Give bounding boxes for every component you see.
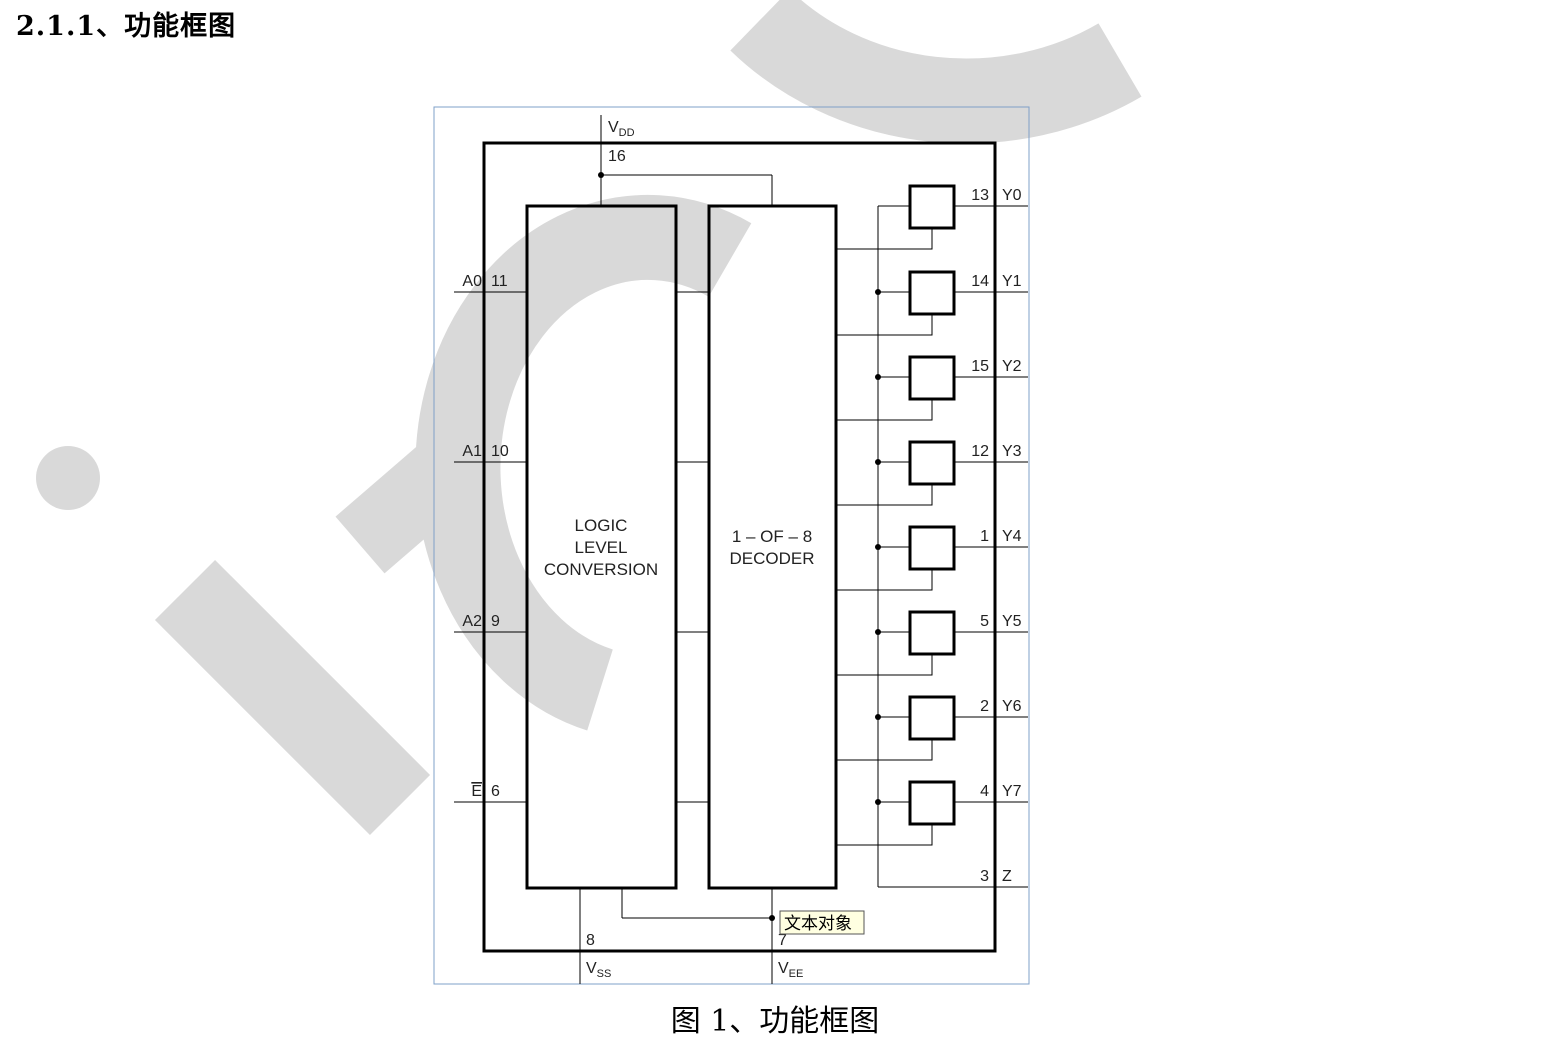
- vss-pin-number: 8: [586, 932, 595, 949]
- input-pin-1: 10: [491, 443, 509, 460]
- switch-box-5: [908, 610, 956, 656]
- switch-box-1: [908, 270, 956, 316]
- logic-label-line3: CONVERSION: [544, 560, 658, 579]
- output-name-3: Y3: [1002, 443, 1022, 460]
- watermark-dot: [36, 446, 100, 510]
- logic-label-line2: LEVEL: [575, 538, 628, 557]
- control-line-5: [836, 654, 933, 676]
- input-name-0: A0: [462, 273, 482, 290]
- vee-label: VEE: [778, 960, 803, 980]
- bus-junction-1: [875, 289, 881, 295]
- switch-box-3: [908, 440, 956, 486]
- vss-label: VSS: [586, 960, 611, 980]
- output-name-4: Y4: [1002, 528, 1022, 545]
- control-line-1: [836, 314, 933, 336]
- text-object-note-box: [779, 910, 865, 935]
- control-line-2: [836, 399, 933, 421]
- switch-box-4: [908, 525, 956, 571]
- output-pin-3: 12: [971, 443, 989, 460]
- switch-box-7: [908, 780, 956, 826]
- input-name-2: A2: [462, 613, 482, 630]
- section-heading: 2.1.1、功能框图: [16, 11, 237, 42]
- control-line-7: [836, 824, 933, 846]
- decoder-block: [707, 204, 838, 890]
- bus-junction-5: [875, 629, 881, 635]
- vdd-wiring: [600, 115, 773, 206]
- output-name-6: Y6: [1002, 698, 1022, 715]
- bus-junction-4: [875, 544, 881, 550]
- input-pin-0: 11: [491, 273, 508, 290]
- watermark-stroke-o: [730, 0, 1142, 144]
- control-line-3: [836, 484, 933, 506]
- switch-box-6: [908, 695, 956, 741]
- bus-junction-6: [875, 714, 881, 720]
- output-pin-1: 14: [971, 273, 989, 290]
- control-line-0: [836, 228, 933, 250]
- text-object-note: 文本对象: [784, 914, 852, 934]
- output-pin-6: 2: [980, 698, 989, 715]
- logic-label-line1: LOGIC: [575, 516, 628, 535]
- common-pin: 3: [980, 868, 989, 885]
- input-name-1: A1: [462, 443, 482, 460]
- output-pin-4: 1: [980, 528, 989, 545]
- vee-junction: [769, 915, 775, 921]
- output-pin-0: 13: [971, 187, 989, 204]
- output-name-1: Y1: [1002, 273, 1022, 290]
- output-pin-5: 5: [980, 613, 989, 630]
- figure-caption: 图 1、功能框图: [670, 1004, 880, 1039]
- bus-junction-3: [875, 459, 881, 465]
- output-pin-7: 4: [980, 783, 989, 800]
- output-name-5: Y5: [1002, 613, 1022, 630]
- input-name-3: E: [471, 783, 482, 800]
- bus-junction-7: [875, 799, 881, 805]
- switch-box-2: [908, 355, 956, 401]
- figure-frame: [433, 106, 1030, 985]
- control-line-6: [836, 739, 933, 761]
- vdd-pin-number: 16: [608, 148, 626, 165]
- watermark: [36, 0, 1142, 836]
- vee-pin-number: 7: [778, 932, 787, 949]
- bus-junction-2: [875, 374, 881, 380]
- input-pin-2: 9: [491, 613, 500, 630]
- output-name-2: Y2: [1002, 358, 1022, 375]
- supply-bottom-wiring: [579, 888, 773, 984]
- output-pin-2: 15: [971, 358, 989, 375]
- switch-box-0: [908, 184, 956, 230]
- output-name-0: Y0: [1002, 187, 1022, 204]
- vdd-junction: [598, 172, 604, 178]
- vdd-label: VDD: [608, 119, 635, 139]
- decoder-label-line2: DECODER: [729, 549, 814, 568]
- output-name-7: Y7: [1002, 783, 1022, 800]
- control-line-4: [836, 569, 933, 591]
- decoder-label-line1: 1 – OF – 8: [732, 527, 812, 546]
- watermark-stroke-i: [154, 559, 431, 836]
- input-pin-3: 6: [491, 783, 500, 800]
- common-name: Z: [1002, 868, 1012, 885]
- logic-to-decoder-links: [676, 291, 709, 803]
